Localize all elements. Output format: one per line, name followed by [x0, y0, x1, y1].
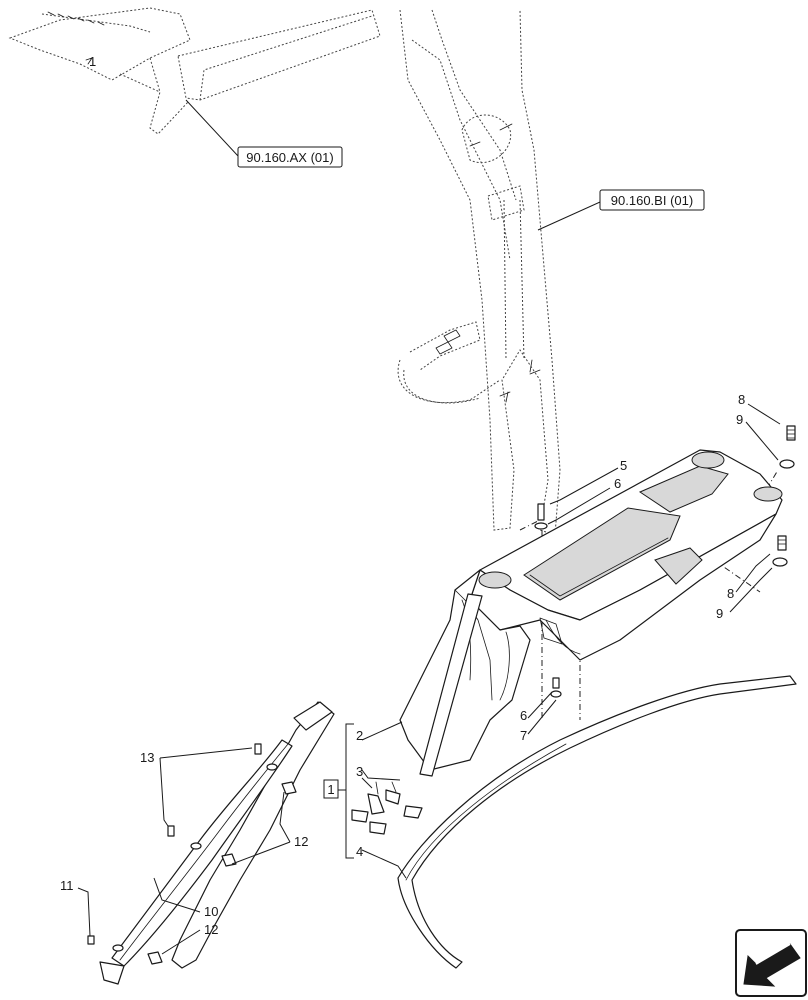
- reference-ax-label: 90.160.AX (01): [246, 150, 333, 165]
- label-part-8-bottom: 8: [727, 586, 734, 601]
- label-part-9-bottom: 9: [716, 606, 723, 621]
- label-1-hidden: 1: [89, 54, 96, 69]
- label-part-11: 11: [60, 878, 74, 893]
- roof-beam-ghost: [8, 7, 381, 135]
- screw-6-lower: [550, 677, 562, 698]
- part-labels: 1 2 3 4 5 6 6 7 8 9 8 9 10 11 12 12 13: [60, 54, 745, 937]
- leader-ref-ax: [185, 99, 240, 157]
- label-part-12-top: 12: [294, 834, 308, 849]
- label-part-9-top: 9: [736, 412, 743, 427]
- group-bracket: [336, 723, 354, 859]
- arrow-down-left-icon[interactable]: [735, 929, 807, 997]
- label-part-10: 10: [204, 904, 218, 919]
- label-part-12-bottom: 12: [204, 922, 218, 937]
- trim-rail: [99, 701, 335, 985]
- seal-strip: [397, 675, 797, 969]
- reference-bi-label: 90.160.BI (01): [611, 193, 693, 208]
- label-part-8-top: 8: [738, 392, 745, 407]
- leader-lines: [77, 403, 781, 955]
- label-part-13: 13: [140, 750, 154, 765]
- label-part-5: 5: [620, 458, 627, 473]
- pillar-trim-console: [399, 449, 783, 777]
- rail-fasteners: [87, 743, 297, 965]
- label-part-6-top: 6: [614, 476, 621, 491]
- label-part-4: 4: [356, 844, 363, 859]
- label-part-6-bottom: 6: [520, 708, 527, 723]
- clip-set: [351, 781, 423, 835]
- group-box[interactable]: 1: [323, 779, 339, 799]
- screw-8-lower: [772, 535, 788, 567]
- screw-5: [534, 503, 548, 530]
- label-part-7: 7: [520, 728, 527, 743]
- group-box-label: 1: [327, 782, 334, 797]
- screw-8-upper: [779, 425, 796, 469]
- leader-ref-bi: [537, 201, 603, 231]
- label-part-2: 2: [356, 728, 363, 743]
- cab-pillar-ghost: [397, 9, 561, 536]
- label-part-3: 3: [356, 764, 363, 779]
- reference-bi[interactable]: 90.160.BI (01): [599, 189, 705, 211]
- reference-ax[interactable]: 90.160.AX (01): [237, 146, 343, 168]
